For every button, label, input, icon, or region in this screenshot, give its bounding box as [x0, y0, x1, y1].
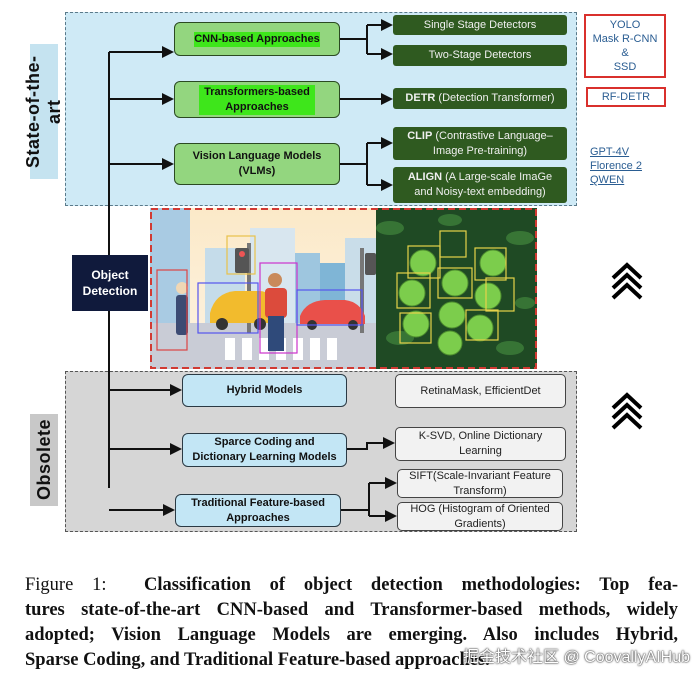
caption-line: adopted; Vision Language Models are emer…: [25, 625, 678, 645]
method-retinamask: RetinaMask, EfficientDet: [395, 374, 566, 408]
method-retinamask-label: RetinaMask, EfficientDet: [420, 384, 541, 397]
category-hybrid: Hybrid Models: [182, 374, 347, 407]
example-gpt4v[interactable]: GPT-4V: [590, 146, 630, 158]
method-align-acronym: ALIGN: [407, 171, 443, 183]
double-chevron-up-icon-top: [611, 262, 643, 300]
caption-line: Classification of object detection metho…: [144, 575, 678, 595]
category-cnn: CNN-based Approaches: [174, 22, 340, 56]
category-hybrid-label: Hybrid Models: [226, 384, 303, 396]
watermark: 掘金技术社区 @ CoovallyAIHub: [463, 649, 690, 666]
detection-examples-image: [150, 208, 537, 369]
category-traditional: Traditional Feature-based Approaches: [175, 494, 341, 527]
method-two-stage: Two-Stage Detectors: [393, 45, 567, 66]
method-hog-label: HOG (Histogram of Oriented Gradients): [410, 502, 550, 530]
category-traditional-label: Traditional Feature-based Approaches: [191, 496, 325, 524]
category-transformers-label: Transformers-based Approaches: [199, 84, 315, 115]
method-clip-acronym: CLIP: [407, 129, 433, 142]
vlm-examples: GPT-4V Florence 2 QWEN: [590, 145, 670, 187]
category-vlm: Vision Language Models (VLMs): [174, 143, 340, 185]
example-rf-detr: RF-DETR: [601, 91, 651, 103]
method-detr-acronym: DETR: [405, 92, 436, 104]
category-transformers: Transformers-based Approaches: [174, 81, 340, 118]
obsolete-label-box: Obsolete: [30, 414, 58, 506]
method-single-stage: Single Stage Detectors: [393, 15, 567, 35]
object-detection-label: Object Detection: [82, 268, 138, 298]
caption-label: Figure 1:: [25, 575, 107, 595]
object-detection-node: Object Detection: [72, 255, 148, 311]
category-cnn-label: CNN-based Approaches: [194, 31, 320, 47]
method-hog: HOG (Histogram of Oriented Gradients): [397, 502, 563, 531]
arrow-ksvd: [343, 437, 395, 450]
street-scene: [150, 208, 376, 369]
apple-scene: [376, 208, 537, 369]
caption-line: Sparse Coding, and Traditional Feature-b…: [25, 650, 490, 670]
method-clip: CLIP (Contrastive Language–Image Pre-tra…: [393, 127, 567, 160]
example-qwen[interactable]: QWEN: [590, 174, 625, 186]
method-ksvd-label: K-SVD, Online Dictionary Learning: [418, 430, 543, 457]
category-sparse-coding: Sparce Coding and Dictionary Learning Mo…: [182, 433, 347, 467]
method-align: ALIGN (A Large-scale ImaGe and Noisy-tex…: [393, 167, 567, 203]
category-vlm-label: Vision Language Models (VLMs): [192, 150, 322, 177]
example-yolo: YOLO: [609, 19, 641, 31]
method-detr: DETR (Detection Transformer): [393, 88, 567, 109]
method-ksvd: K-SVD, Online Dictionary Learning: [395, 427, 566, 461]
arrow-traditional-split: [341, 483, 370, 516]
method-two-stage-label: Two-Stage Detectors: [428, 49, 532, 61]
double-chevron-up-icon-bottom: [611, 392, 643, 430]
example-florence2[interactable]: Florence 2: [590, 160, 642, 172]
cnn-examples-box: YOLO Mask R-CNN & SSD: [584, 14, 666, 78]
example-ampersand: &: [621, 47, 629, 59]
method-detr-label: (Detection Transformer): [435, 92, 555, 104]
method-single-stage-label: Single Stage Detectors: [423, 18, 537, 31]
caption-line: tures state-of-the-art CNN-based and Tra…: [25, 600, 678, 620]
method-clip-label: (Contrastive Language–Image Pre-training…: [432, 129, 553, 157]
image-border: [150, 208, 537, 369]
figure-caption: Figure 1: Classification of object detec…: [25, 573, 678, 673]
example-mask-rcnn: Mask R-CNN: [592, 33, 658, 45]
state-of-the-art-label-box: State-of-the-art: [23, 44, 64, 179]
category-sparse-coding-label: Sparce Coding and Dictionary Learning Mo…: [192, 436, 337, 463]
arrow-cnn-split: [340, 24, 391, 55]
arrow-vlm-split: [340, 143, 368, 185]
transformer-examples-box: RF-DETR: [586, 87, 666, 107]
method-sift: SIFT(Scale-Invariant Feature Transform): [397, 469, 563, 498]
example-ssd: SSD: [613, 61, 637, 73]
method-align-label: (A Large-scale ImaGe and Noisy-text embe…: [414, 171, 553, 198]
method-sift-label: SIFT(Scale-Invariant Feature Transform): [409, 469, 551, 497]
